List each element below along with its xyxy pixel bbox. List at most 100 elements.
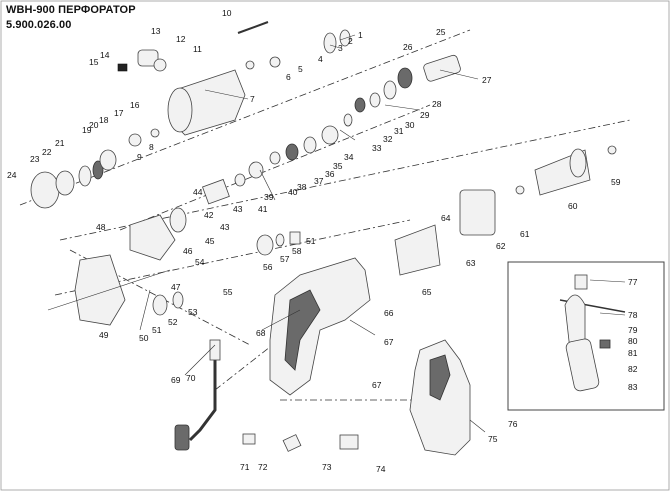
- callout-label: 43: [233, 204, 243, 214]
- gear-housing-parts: [74, 207, 301, 326]
- callout-label: 67: [384, 337, 394, 347]
- callout-label: 58: [292, 246, 302, 256]
- callout-label: 39: [264, 192, 274, 202]
- callout-label: 11: [193, 44, 202, 54]
- callout-label: 65: [422, 287, 432, 297]
- callout-label: 15: [89, 57, 99, 67]
- callout-label: 45: [205, 236, 215, 246]
- callout-label: 17: [114, 108, 124, 118]
- callout-label: 68: [256, 328, 266, 338]
- callout-label: 69: [171, 375, 181, 385]
- callout-label: 50: [139, 333, 149, 343]
- callout-label: 2: [348, 36, 353, 46]
- callout-label: 51: [306, 236, 316, 246]
- callout-label: 24: [7, 170, 17, 180]
- callout-label: 14: [100, 50, 110, 60]
- callout-label: 55: [223, 287, 233, 297]
- chuck-assembly: [30, 21, 351, 209]
- callout-label: 80: [628, 336, 638, 346]
- callout-label: 51: [152, 325, 162, 335]
- callout-label: 22: [42, 147, 52, 157]
- callout-label: 43: [220, 222, 230, 232]
- callout-label: 1: [358, 30, 363, 40]
- callout-label: 53: [188, 307, 198, 317]
- callout-label: 46: [183, 246, 193, 256]
- spindle-assembly: [202, 54, 461, 205]
- housing-half: [269, 257, 371, 396]
- callout-label: 30: [405, 120, 415, 130]
- callout-label: 78: [628, 310, 638, 320]
- callout-label: 16: [130, 100, 140, 110]
- callout-label: 31: [394, 126, 404, 136]
- callout-label: 13: [151, 26, 161, 36]
- callout-label: 61: [520, 229, 530, 239]
- callout-label: 67: [372, 380, 382, 390]
- handle-cover: [409, 339, 471, 456]
- callout-label: 48: [96, 222, 106, 232]
- callout-label: 60: [568, 201, 578, 211]
- callout-label: 82: [628, 364, 638, 374]
- callout-label: 77: [628, 277, 638, 287]
- callout-label: 54: [195, 257, 205, 267]
- assembly-axes: [19, 29, 631, 401]
- callout-label: 9: [137, 152, 142, 162]
- callout-label: 81: [628, 348, 638, 358]
- callout-label: 47: [171, 282, 181, 292]
- callout-label: 38: [297, 182, 307, 192]
- callout-label: 79: [628, 325, 638, 335]
- callout-label: 19: [82, 125, 92, 135]
- callout-label: 62: [496, 241, 506, 251]
- callout-label: 41: [258, 204, 268, 214]
- callout-label: 57: [280, 254, 290, 264]
- callout-label: 8: [149, 142, 154, 152]
- callout-label: 63: [466, 258, 476, 268]
- inset-side-handle: [507, 261, 665, 411]
- callout-label: 74: [376, 464, 386, 474]
- callout-label: 12: [176, 34, 186, 44]
- callout-label: 3: [338, 43, 343, 53]
- callout-label: 59: [611, 177, 621, 187]
- callout-label: 33: [372, 143, 382, 153]
- callout-label: 27: [482, 75, 492, 85]
- callout-label: 42: [204, 210, 214, 220]
- callout-label: 71: [240, 462, 250, 472]
- callout-label: 4: [318, 54, 323, 64]
- callout-label: 70: [186, 373, 196, 383]
- leader-lines: [47, 34, 626, 433]
- callout-label: 10: [222, 8, 232, 18]
- callout-label: 32: [383, 134, 393, 144]
- callout-label: 75: [488, 434, 498, 444]
- callout-label: 28: [432, 99, 442, 109]
- callout-label: 6: [286, 72, 291, 82]
- callout-label: 29: [420, 110, 430, 120]
- callout-label: 26: [403, 42, 413, 52]
- motor-assembly: [394, 145, 617, 276]
- callout-labels: 1 2 3 4 5 6 7 8 9 10 11 12 13 14 15 16 1…: [7, 8, 638, 474]
- callout-label: 7: [250, 94, 255, 104]
- callout-label: 49: [99, 330, 109, 340]
- callout-label: 73: [322, 462, 332, 472]
- part-number: 5.900.026.00: [6, 19, 72, 31]
- callout-label: 76: [508, 419, 518, 429]
- callout-label: 5: [298, 64, 303, 74]
- callout-label: 64: [441, 213, 451, 223]
- callout-label: 44: [193, 187, 203, 197]
- callout-label: 20: [89, 120, 99, 130]
- callout-label: 37: [314, 176, 324, 186]
- callout-label: 34: [344, 152, 354, 162]
- callout-label: 52: [168, 317, 178, 327]
- callout-label: 21: [55, 138, 65, 148]
- callout-label: 40: [288, 187, 298, 197]
- callout-label: 35: [333, 161, 343, 171]
- callout-label: 72: [258, 462, 268, 472]
- callout-label: 36: [325, 169, 335, 179]
- callout-label: 18: [99, 115, 109, 125]
- callout-label: 25: [436, 27, 446, 37]
- callout-label: 23: [30, 154, 40, 164]
- callout-label: 66: [384, 308, 394, 318]
- callout-label: 56: [263, 262, 273, 272]
- power-cable: [174, 339, 359, 452]
- callout-label: 83: [628, 382, 638, 392]
